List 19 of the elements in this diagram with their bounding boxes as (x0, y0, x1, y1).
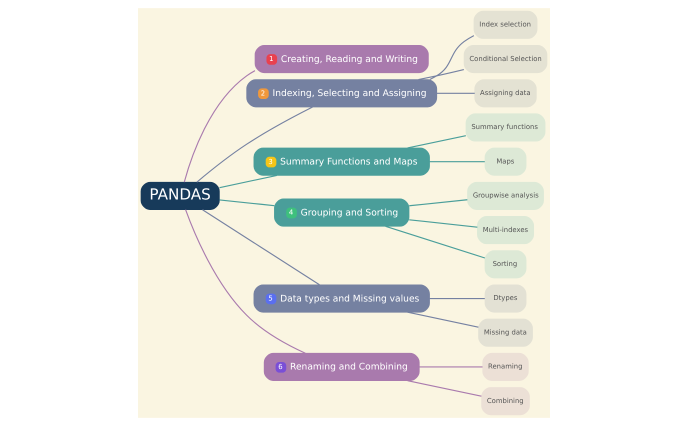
connector (384, 226, 485, 259)
connector (408, 219, 477, 228)
connector (218, 174, 276, 188)
connector (202, 209, 320, 286)
connector (184, 209, 306, 354)
node-box: PANDAS (140, 182, 220, 210)
connector (418, 68, 464, 80)
connector (429, 35, 474, 80)
connector (183, 70, 255, 182)
connector (406, 135, 466, 149)
connector (429, 161, 484, 162)
connector (429, 298, 484, 300)
connector (218, 199, 274, 206)
connector (406, 312, 478, 328)
connector (418, 366, 482, 368)
connector (406, 380, 482, 397)
connector (408, 199, 467, 206)
connector (196, 106, 312, 183)
connector (436, 92, 474, 94)
